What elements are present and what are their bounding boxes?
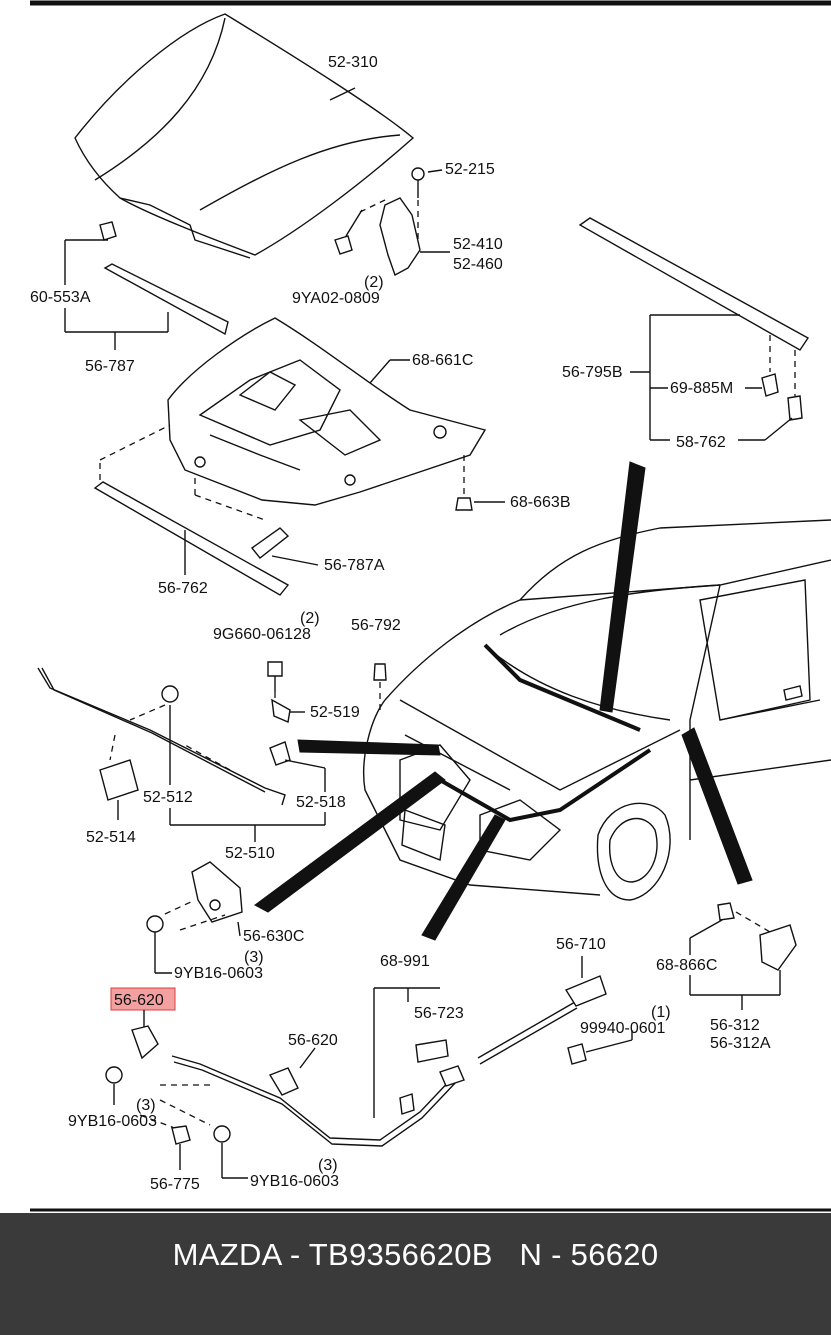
hood-hinge-drawing — [334, 167, 450, 277]
callout-56-620: 56-620 — [288, 1032, 338, 1049]
callout-9yb16-qty-b: (3) — [136, 1097, 156, 1114]
callout-52-514: 52-514 — [86, 829, 136, 846]
callout-9g660-06128: 9G660-06128 — [213, 626, 311, 643]
callout-99940-0601: 99940-0601 — [580, 1020, 666, 1037]
callout-56-710: 56-710 — [556, 936, 606, 953]
hood-prop-rod-drawing — [37, 667, 326, 842]
callout-68-991: 68-991 — [380, 953, 430, 970]
footer-part-number: MAZDA - TB9356620B N - 56620 — [172, 1237, 659, 1272]
callout-56-723: 56-723 — [414, 1005, 464, 1022]
callout-9yb16-qty-c: (3) — [318, 1157, 338, 1174]
callout-56-775: 56-775 — [150, 1176, 200, 1193]
callout-56-792: 56-792 — [351, 617, 401, 634]
callout-52-512: 52-512 — [143, 789, 193, 806]
callout-56-620-highlighted: 56-620 — [114, 992, 164, 1009]
callout-68-866c: 68-866C — [656, 957, 717, 974]
callout-69-885m: 69-885M — [670, 380, 733, 397]
release-cable-drawing — [171, 956, 633, 1147]
callout-52-215: 52-215 — [445, 161, 495, 178]
leader-arrows — [254, 461, 753, 941]
callout-9yb16-0603-a: 9YB16-0603 — [174, 965, 263, 982]
callout-56-630c: 56-630C — [243, 928, 304, 945]
insulator-clip-drawing — [455, 455, 505, 511]
callout-52-310: 52-310 — [328, 54, 378, 71]
callout-56-312a: 56-312A — [710, 1035, 771, 1052]
callout-52-460: 52-460 — [453, 256, 503, 273]
callout-52-410: 52-410 — [453, 236, 503, 253]
callout-56-312: 56-312 — [710, 1017, 760, 1034]
hood-latch-drawing — [146, 861, 243, 974]
highlighted-part-56-620[interactable]: 56-620 — [110, 987, 176, 1011]
callout-52-510: 52-510 — [225, 845, 275, 862]
bolt-and-clip-drawing — [267, 661, 387, 769]
hinge-bracket-right-drawing — [689, 902, 797, 1010]
callout-52-519: 52-519 — [310, 704, 360, 721]
car-body-drawing — [363, 519, 831, 901]
bracket-68-991 — [373, 987, 440, 1118]
callout-60-553a: 60-553A — [30, 289, 91, 306]
cable-guide-drawing — [105, 1010, 316, 1179]
callout-68-663b: 68-663B — [510, 494, 571, 511]
footer-bar: MAZDA - TB9356620B N - 56620 — [0, 1213, 831, 1335]
callout-9g660-qty: (2) — [300, 610, 320, 627]
lower-seal-strip-drawing — [93, 424, 319, 596]
cowl-seal-bar-drawing — [578, 217, 810, 441]
callout-68-661c: 68-661C — [412, 352, 473, 369]
callout-52-518: 52-518 — [296, 794, 346, 811]
callout-9yb16-0603-c: 9YB16-0603 — [250, 1173, 339, 1190]
callout-9yb16-qty-a: (3) — [244, 949, 264, 966]
callout-9ya02-qty: (2) — [364, 274, 384, 291]
callout-58-762: 58-762 — [676, 434, 726, 451]
hood-panel-drawing — [74, 13, 415, 259]
callout-9yb16-0603-b: 9YB16-0603 — [68, 1113, 157, 1130]
callout-9ya02-0809: 9YA02-0809 — [292, 290, 380, 307]
front-seal-strip-drawing — [64, 221, 229, 350]
callout-99940-qty: (1) — [651, 1004, 671, 1021]
callout-56-787a: 56-787A — [324, 557, 385, 574]
callout-56-795b: 56-795B — [562, 364, 623, 381]
hood-parts-diagram: 52-310 52-215 52-410 52-460 (2) 9YA02-08… — [30, 0, 831, 1212]
hood-insulator-drawing — [167, 317, 487, 506]
callout-56-787: 56-787 — [85, 358, 135, 375]
callout-56-762: 56-762 — [158, 580, 208, 597]
